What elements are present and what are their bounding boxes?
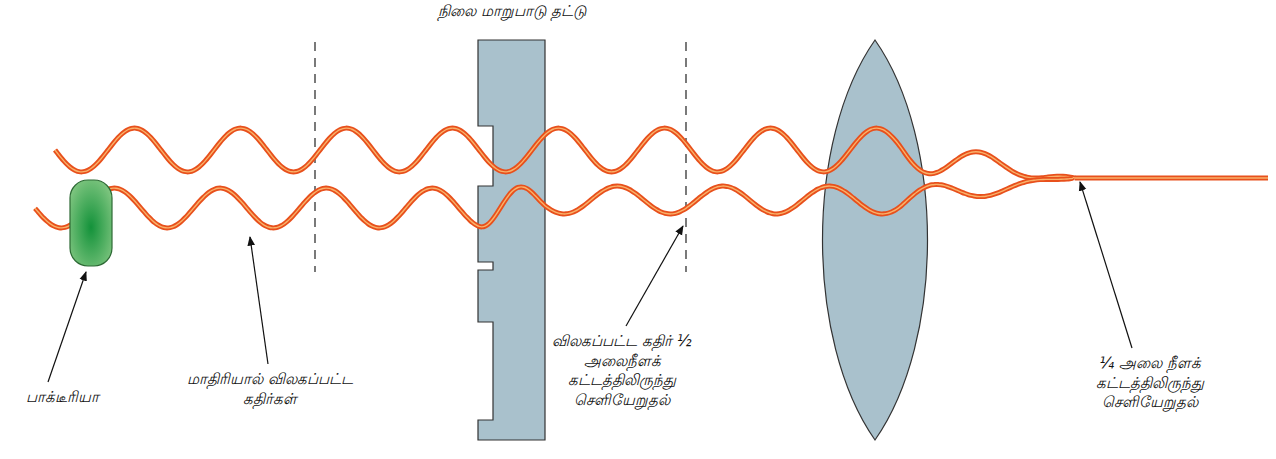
- phase-plate: [478, 40, 545, 440]
- half-wave-label: விலகப்பட்ட கதிர் ½ அலைநீளக் கட்டத்திலிரு…: [542, 332, 702, 410]
- light-ray: [55, 128, 1075, 178]
- light-ray-core: [35, 178, 1073, 228]
- leader-line: [1080, 182, 1132, 348]
- light-ray-core: [55, 128, 1075, 178]
- plate-title: நிலை மாறுபாடு தட்டு: [382, 2, 642, 22]
- leader-line: [48, 272, 86, 382]
- quarter-wave-label: ¼ அலை நீளக் கட்டத்திலிருந்து செளியேறுதல்: [1075, 354, 1225, 413]
- dashed-plane: [685, 42, 686, 272]
- light-ray: [35, 178, 1073, 228]
- leader-line: [250, 237, 268, 364]
- light-ray: [1075, 176, 1268, 181]
- light-waves: [35, 128, 1268, 228]
- leader-line: [626, 226, 683, 326]
- lens: [823, 40, 928, 440]
- light-ray-core: [1075, 177, 1268, 178]
- bacteria-label: பாக்டீரியா: [7, 388, 117, 408]
- bacterium: [70, 180, 112, 266]
- ray-label: மாதிரியால் விலகப்பட்ட கதிர்கள்: [185, 370, 355, 409]
